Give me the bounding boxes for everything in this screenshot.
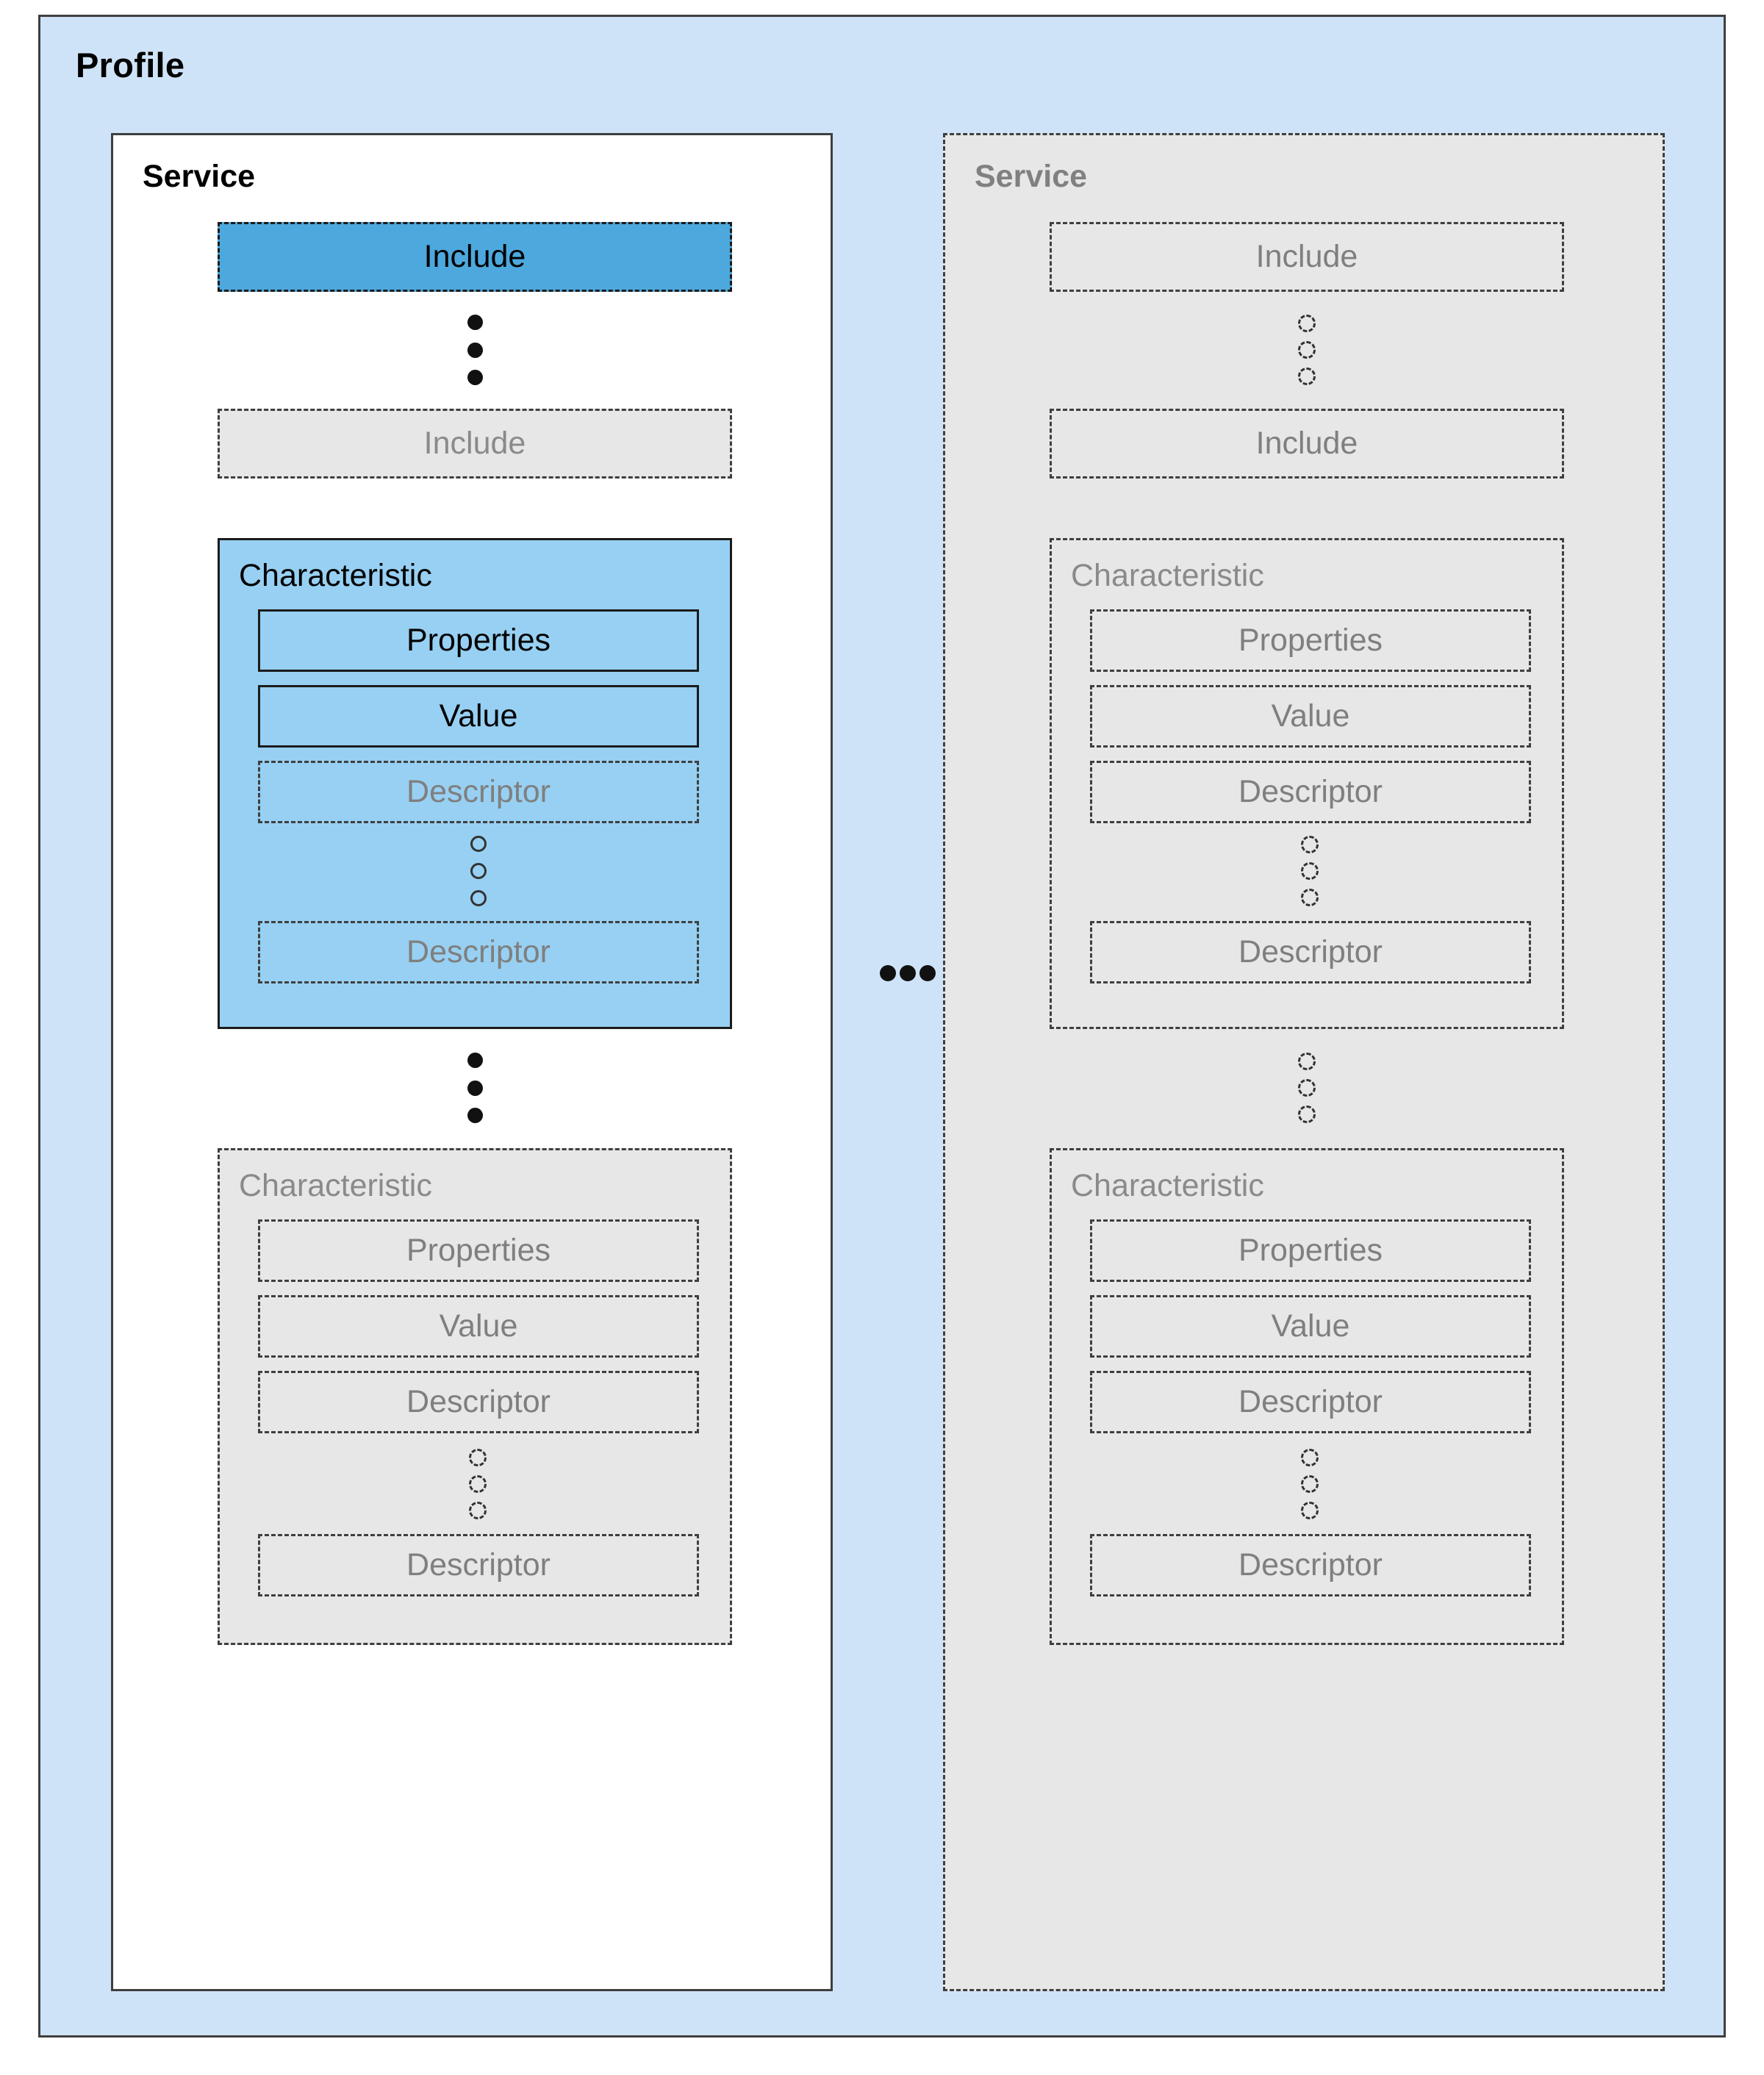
descriptor-label: Descriptor xyxy=(406,774,551,809)
descriptor-label: Descriptor xyxy=(1238,1384,1383,1419)
service-label: Service xyxy=(143,159,256,194)
characteristic-label: Characteristic xyxy=(1071,1168,1264,1203)
value-label: Value xyxy=(439,698,518,734)
include-label: Include xyxy=(1255,426,1358,461)
properties-label: Properties xyxy=(1238,623,1383,658)
include-ellipsis-icon xyxy=(1298,315,1316,385)
descriptor-box[interactable]: Descriptor xyxy=(258,761,699,823)
descriptor-box[interactable]: Descriptor xyxy=(258,921,699,983)
service-ellipsis-icon xyxy=(880,965,936,981)
characteristic-label: Characteristic xyxy=(239,1168,432,1203)
descriptor-ellipsis-icon xyxy=(470,836,487,906)
value-box[interactable]: Value xyxy=(1090,1295,1531,1358)
profile-container: Profile Service Include Include Characte… xyxy=(38,15,1726,2038)
descriptor-box[interactable]: Descriptor xyxy=(258,1534,699,1596)
descriptor-ellipsis-icon xyxy=(1301,1449,1319,1519)
properties-box[interactable]: Properties xyxy=(1090,1219,1531,1282)
properties-label: Properties xyxy=(1238,1233,1383,1268)
descriptor-label: Descriptor xyxy=(1238,934,1383,970)
characteristic-box-ghost[interactable]: Characteristic Properties Value Descript… xyxy=(218,1148,732,1645)
descriptor-label: Descriptor xyxy=(406,1547,551,1583)
characteristic-box-ghost[interactable]: Characteristic Properties Value Descript… xyxy=(1050,1148,1564,1645)
descriptor-box[interactable]: Descriptor xyxy=(1090,1534,1531,1596)
characteristic-ellipsis-icon xyxy=(467,1053,483,1123)
descriptor-box[interactable]: Descriptor xyxy=(258,1371,699,1433)
service-label: Service xyxy=(975,159,1088,194)
descriptor-box[interactable]: Descriptor xyxy=(1090,921,1531,983)
properties-box[interactable]: Properties xyxy=(258,609,699,672)
include-box-ghost[interactable]: Include xyxy=(1050,222,1564,292)
include-label: Include xyxy=(423,426,526,461)
value-box[interactable]: Value xyxy=(1090,685,1531,748)
characteristic-box-highlighted[interactable]: Characteristic Properties Value Descript… xyxy=(218,538,732,1029)
descriptor-ellipsis-icon xyxy=(469,1449,487,1519)
profile-title: Profile xyxy=(76,46,185,85)
properties-box[interactable]: Properties xyxy=(1090,609,1531,672)
characteristic-box-ghost[interactable]: Characteristic Properties Value Descript… xyxy=(1050,538,1564,1029)
characteristic-label: Characteristic xyxy=(239,558,432,593)
descriptor-label: Descriptor xyxy=(1238,774,1383,809)
characteristic-label: Characteristic xyxy=(1071,558,1264,593)
include-box-ghost[interactable]: Include xyxy=(1050,409,1564,479)
include-box-highlighted[interactable]: Include xyxy=(218,222,732,292)
descriptor-box[interactable]: Descriptor xyxy=(1090,1371,1531,1433)
characteristic-ellipsis-icon xyxy=(1298,1053,1316,1123)
include-label: Include xyxy=(423,239,526,274)
descriptor-box[interactable]: Descriptor xyxy=(1090,761,1531,823)
include-label: Include xyxy=(1255,239,1358,274)
include-ellipsis-icon xyxy=(467,315,483,385)
properties-box[interactable]: Properties xyxy=(258,1219,699,1282)
value-box[interactable]: Value xyxy=(258,1295,699,1358)
value-label: Value xyxy=(1271,1308,1350,1344)
properties-label: Properties xyxy=(406,623,551,658)
properties-label: Properties xyxy=(406,1233,551,1268)
value-box[interactable]: Value xyxy=(258,685,699,748)
value-label: Value xyxy=(439,1308,518,1344)
descriptor-label: Descriptor xyxy=(406,934,551,970)
include-box-ghost[interactable]: Include xyxy=(218,409,732,479)
descriptor-ellipsis-icon xyxy=(1301,836,1319,906)
service-column-active[interactable]: Service Include Include Characteristic P… xyxy=(111,133,833,1991)
value-label: Value xyxy=(1271,698,1350,734)
descriptor-label: Descriptor xyxy=(406,1384,551,1419)
service-column-ghost[interactable]: Service Include Include Characteristic P… xyxy=(943,133,1665,1991)
descriptor-label: Descriptor xyxy=(1238,1547,1383,1583)
